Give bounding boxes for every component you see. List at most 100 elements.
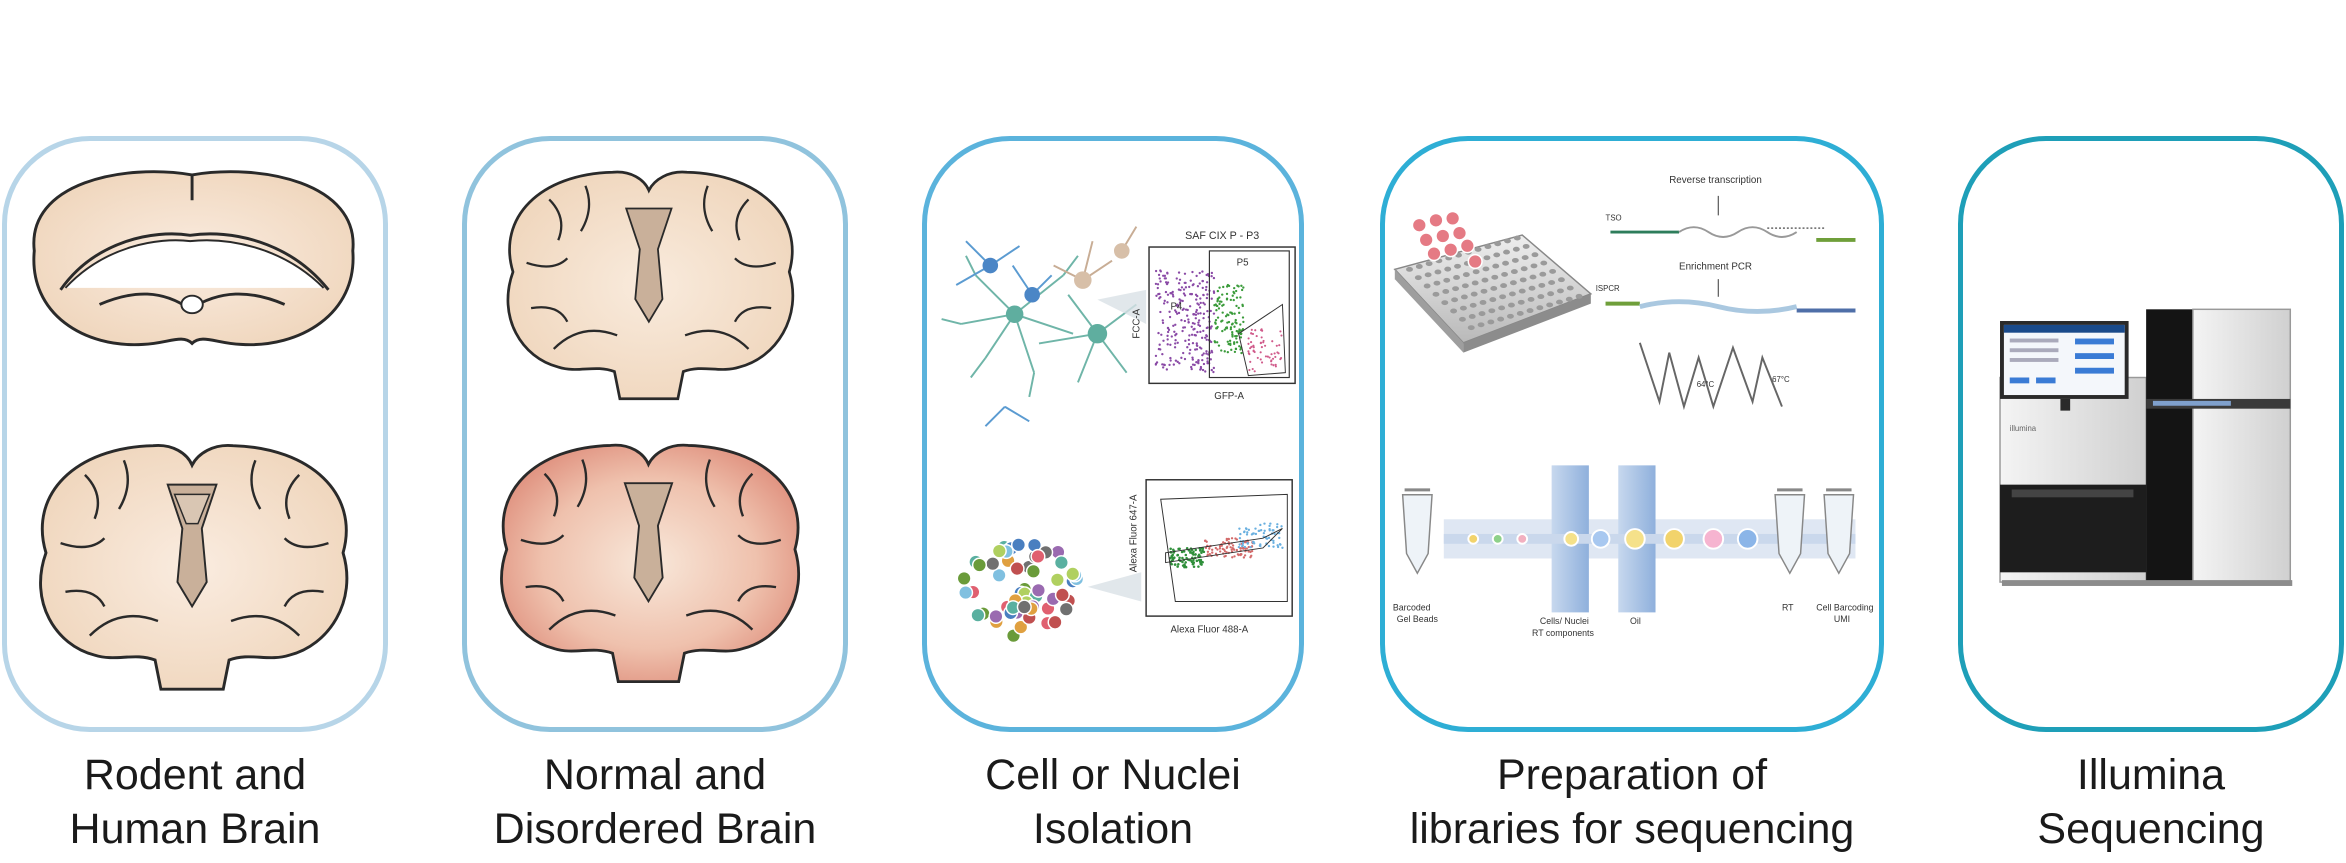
flow-dot (1231, 544, 1235, 547)
plate-well (1556, 299, 1563, 305)
flow-dot (1209, 358, 1212, 361)
droplet (1516, 532, 1529, 545)
flow-dot (1242, 547, 1245, 550)
caption-line: Cell or Nuclei (985, 751, 1241, 799)
flow-dot (1157, 292, 1160, 296)
plate-well (1497, 316, 1505, 322)
flow-dot (1270, 360, 1273, 363)
flow-dot (1198, 346, 1202, 349)
flow-dot (1212, 370, 1215, 374)
flow-dot (1168, 315, 1172, 319)
plate-well (1522, 243, 1530, 249)
brain-illustrations (32, 170, 355, 691)
flow-dot (1206, 550, 1210, 553)
flow-dot (1182, 326, 1185, 329)
flow-dot (1160, 333, 1163, 336)
cell-bead (971, 557, 988, 573)
library-prep-illustrations: Reverse transcription TSO Enrichment PCR… (1393, 175, 1874, 638)
plate-well (1484, 244, 1492, 250)
flow-dot (1162, 339, 1165, 342)
flow-dot (1195, 274, 1198, 278)
flow-dot (1242, 556, 1246, 559)
flow-dot (1190, 292, 1194, 296)
flow-dot (1162, 302, 1166, 305)
flow-dot (1224, 326, 1228, 330)
plate-well (1510, 269, 1518, 275)
flow-dot (1196, 302, 1199, 305)
flow-dot (1197, 359, 1200, 363)
flow-dot (1245, 547, 1248, 550)
flow-dot (1222, 285, 1225, 289)
cell-barcoding-label-1: Cell Barcoding (1816, 602, 1873, 612)
plate-well (1459, 305, 1467, 311)
plate-well (1529, 274, 1537, 280)
ispcr-label: ISPCR (1596, 284, 1620, 293)
plate-well (1459, 316, 1466, 322)
flow-dot (1197, 319, 1201, 322)
flow-dot (1191, 341, 1195, 345)
flow-dot (1194, 317, 1197, 320)
plate-well (1454, 263, 1461, 269)
panel-rodent-human-brain (2, 136, 388, 732)
caption-line: Isolation (1032, 805, 1194, 853)
flow-dot (1199, 368, 1202, 371)
flow-dot (1280, 334, 1283, 337)
flow-dot (1224, 315, 1228, 318)
caption-line: Human Brain (69, 805, 321, 853)
flow-dot (1188, 334, 1191, 337)
flow-top-ylabel: FCC-A (1131, 308, 1142, 338)
flow-dot (1183, 294, 1187, 297)
flow-dot (1205, 352, 1208, 355)
flow-dot (1244, 527, 1248, 530)
plate-well (1575, 293, 1583, 299)
flow-dot (1213, 304, 1216, 307)
flow-dot (1265, 537, 1268, 540)
flow-dot (1233, 555, 1236, 558)
caption-line: libraries for sequencing (1409, 805, 1855, 853)
flow-dot (1268, 356, 1271, 359)
flow-dot (1232, 290, 1235, 294)
neuron-soma (1074, 271, 1092, 289)
cells-rt-label-1: Cells/ Nuclei (1540, 616, 1589, 626)
caption-line: Illumina (2076, 751, 2226, 799)
flow-dot (1188, 305, 1192, 308)
flow-dot (1208, 553, 1212, 556)
neuron-soma (1113, 243, 1130, 259)
caption-line: Preparation of (1496, 751, 1768, 799)
flow-dot (1278, 536, 1281, 540)
plate-well (1434, 269, 1442, 275)
flow-dot (1218, 547, 1222, 550)
flow-dot (1202, 316, 1205, 320)
flow-dot (1221, 319, 1224, 322)
flow-dot (1203, 539, 1207, 542)
plate-well (1512, 246, 1520, 252)
plate-well (1547, 291, 1555, 297)
flow-title: SAF CIX P - P3 (1185, 230, 1259, 242)
flow-dot (1201, 358, 1204, 362)
flow-dot (1195, 559, 1199, 563)
flow-dot (1195, 361, 1198, 364)
flow-dot (1204, 370, 1207, 373)
plate-well (1471, 280, 1479, 286)
well-plate-icon (1393, 234, 1593, 353)
flow-dot (1275, 525, 1279, 529)
flow-dot (1279, 330, 1282, 333)
flow-dot (1262, 339, 1265, 342)
flow-dot (1176, 360, 1179, 364)
plate-well (1453, 275, 1460, 280)
flow-dot (1229, 327, 1233, 331)
flow-dot (1251, 367, 1254, 371)
flow-dot (1189, 279, 1192, 282)
droplet (1467, 532, 1480, 545)
flow-dot (1202, 352, 1205, 355)
flow-dot (1234, 347, 1238, 351)
plate-well (1536, 305, 1544, 311)
panel-cell-nuclei-isolation: SAF CIX P - P3 P5 P4 FCC-A GFP-A Alexa F… (922, 136, 1304, 732)
plate-well (1491, 274, 1499, 280)
flow-dot (1231, 322, 1234, 325)
flow-dot (1202, 329, 1205, 333)
flow-dot (1226, 340, 1229, 343)
flow-dot (1231, 546, 1234, 550)
plate-well (1493, 252, 1501, 258)
flow-dot (1260, 336, 1263, 339)
